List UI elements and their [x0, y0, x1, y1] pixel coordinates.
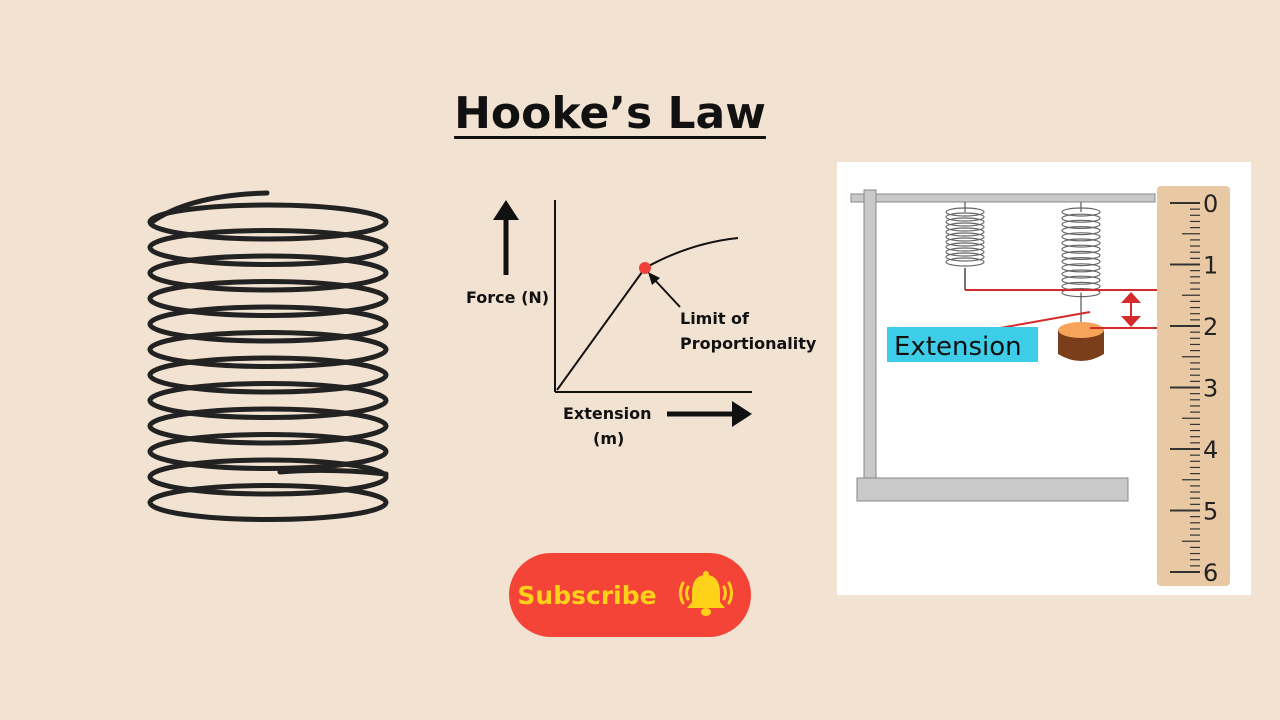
ruler-ticks: [1170, 202, 1200, 573]
spring-loop: [1061, 263, 1101, 273]
ruler-number: 5: [1203, 498, 1218, 526]
ruler-number: 0: [1203, 190, 1218, 218]
graph-x-label-line2: (m): [593, 429, 624, 448]
spring-loop: [1061, 269, 1101, 279]
bell-icon: [678, 571, 733, 616]
spring-loop: [1061, 213, 1101, 223]
coil-loop: [147, 457, 389, 497]
coil-loop: [147, 406, 389, 446]
spring-loop: [1061, 207, 1101, 217]
coil-loop: [147, 330, 389, 369]
ruler-number: 2: [1203, 313, 1218, 341]
extension-label-box: [887, 327, 1038, 362]
spring-loop: [1061, 257, 1101, 267]
annotation-pointer-line: [652, 277, 681, 308]
spring-loop: [945, 247, 985, 257]
spring-loop: [945, 242, 985, 252]
coil-loop: [147, 202, 389, 242]
ruler-number: 6: [1203, 559, 1218, 587]
limit-of-proportionality-point: [639, 262, 651, 274]
spring-loop: [1061, 250, 1101, 260]
coil-loop: [147, 355, 389, 395]
spring-loop: [945, 252, 985, 262]
extension-pointer-line: [999, 311, 1091, 329]
unloaded-spring: [945, 202, 985, 267]
extension-arrow-up-icon: [1121, 292, 1141, 303]
stand-pole: [863, 189, 877, 479]
stand-top-bar: [850, 193, 1156, 203]
graph-x-label-line1: Extension: [563, 404, 652, 423]
ruler-numbers: 0 1 2 3 4 5 6: [1203, 190, 1218, 587]
coil-loop: [147, 253, 389, 293]
spring-loop: [945, 232, 985, 242]
loaded-spring: [1061, 202, 1101, 322]
spring-loop: [945, 217, 985, 227]
coil-loop: [147, 483, 389, 522]
spring-loop: [1061, 244, 1101, 254]
annotation-label-line1: Limit of: [680, 309, 750, 328]
coil-loop: [147, 381, 389, 420]
spring-loop: [945, 212, 985, 222]
ruler-number: 1: [1203, 252, 1218, 280]
coil-loop: [147, 279, 389, 318]
ruler-number: 3: [1203, 375, 1218, 403]
stand-base: [856, 477, 1129, 502]
coil-spring-illustration: [147, 190, 389, 522]
spring-loop: [1061, 232, 1101, 242]
extension-arrow-icon: [732, 401, 752, 427]
graph-y-label: Force (N): [466, 288, 549, 307]
spring-loop: [945, 237, 985, 247]
spring-loop: [945, 207, 985, 217]
page-title: Hooke’s Law: [454, 88, 766, 139]
annotation-label-line2: Proportionality: [680, 334, 817, 353]
ruler-number: 4: [1203, 436, 1218, 464]
spring-loop: [1061, 238, 1101, 248]
force-extension-graph: Force (N) Extension (m) Limit of Proport…: [466, 200, 817, 448]
extension-arrow-down-icon: [1121, 316, 1141, 327]
hanging-mass: [1058, 322, 1104, 361]
spring-loop: [945, 227, 985, 237]
spring-loop: [1061, 219, 1101, 229]
ruler-body: [1157, 186, 1230, 586]
spring-loop: [945, 222, 985, 232]
coil-loop: [147, 228, 389, 267]
spring-loop: [1061, 275, 1101, 285]
subscribe-button[interactable]: Subscribe: [509, 553, 751, 637]
coil-loop: [147, 304, 389, 344]
coil-loop: [147, 432, 389, 471]
spring-loop: [1061, 226, 1101, 236]
extension-label: Extension: [894, 332, 1022, 362]
spring-loop: [945, 257, 985, 267]
subscribe-label: Subscribe: [517, 580, 657, 610]
force-arrow-icon: [493, 200, 519, 220]
annotation-pointer-arrowhead: [648, 272, 660, 285]
apparatus-panel: Extension 0 1 2 3 4 5 6: [837, 162, 1251, 595]
